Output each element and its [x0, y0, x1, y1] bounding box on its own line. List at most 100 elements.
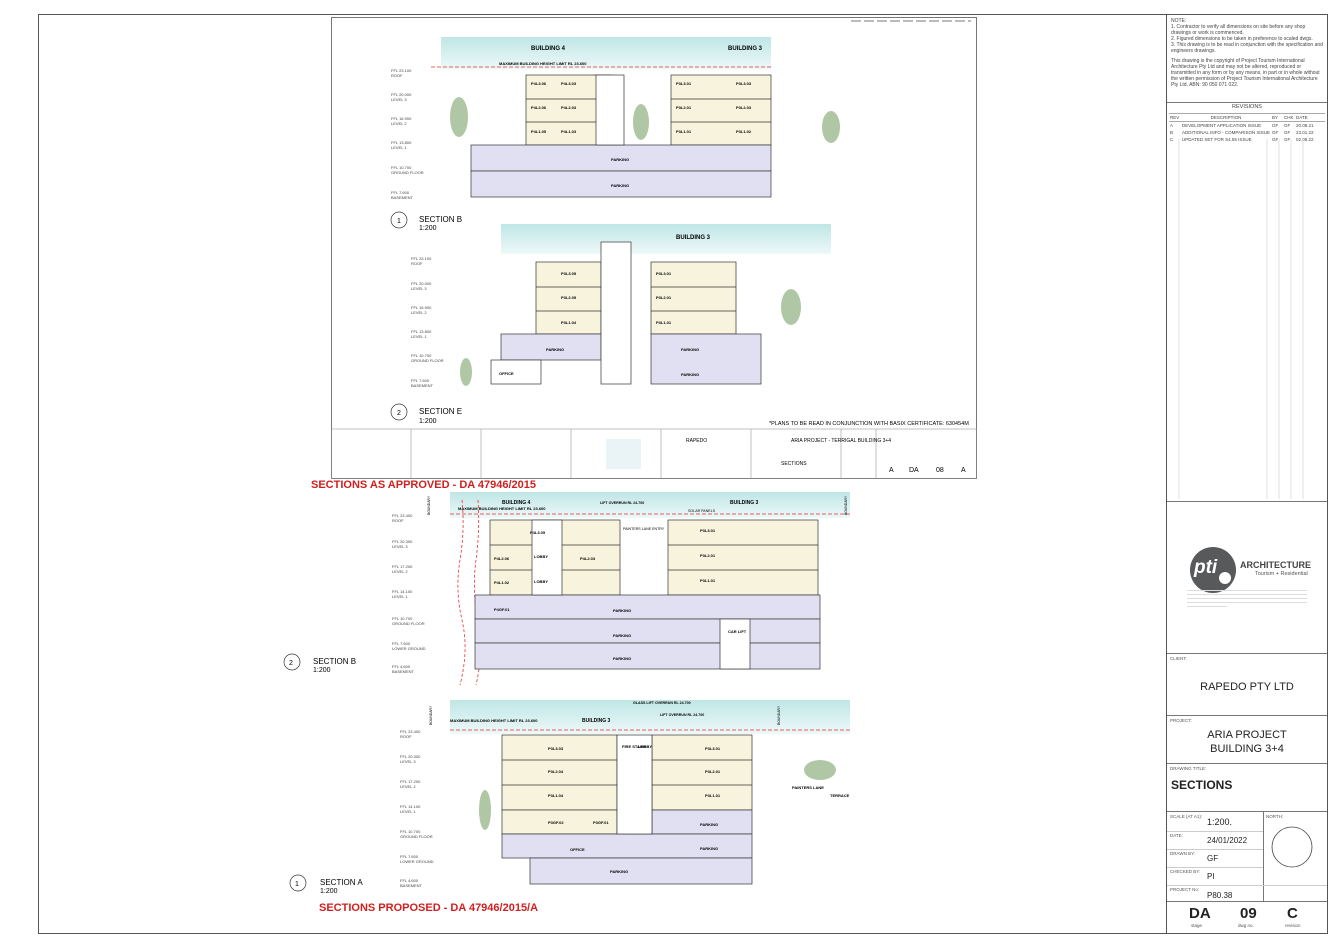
drawn-by-label: DRAWN BY:: [1170, 851, 1196, 856]
level-name: BASEMENT: [392, 669, 415, 674]
parking-label: PARKING: [613, 656, 631, 661]
level-name: BASEMENT: [400, 883, 423, 888]
parking-label: PARKING: [700, 822, 718, 827]
unit-label: P3L1.04: [561, 320, 577, 325]
unit-label: P4L1.03: [561, 129, 577, 134]
solar-panels-label: SOLAR PANELS: [688, 509, 716, 513]
unit-label: P3L3.03: [736, 81, 752, 86]
approved-sheet-cell: A: [961, 467, 966, 474]
level-rl: FFL 17.200: [392, 564, 413, 569]
revisions-header-row: REV DESCRIPTION BY CHK DATE: [1169, 113, 1325, 122]
level-name: LOWER GROUND: [400, 859, 434, 864]
section-a-title: SECTION A: [320, 878, 363, 887]
approved-client: RAPEDO: [686, 438, 707, 444]
fire-stairs-label: FIRE STAIRS: [622, 744, 647, 749]
level-name: LEVEL 2: [391, 121, 407, 126]
level-rl: FFL 20.000: [411, 281, 432, 286]
level-name: GROUND FLOOR: [392, 621, 425, 626]
level-rl: FFL 20.000: [391, 92, 412, 97]
description-col-header: DESCRIPTION: [1181, 113, 1271, 122]
parking-label: PARKING: [613, 633, 631, 638]
sheet-number-panel: DA 09 C stage dwg no. revision: [1167, 901, 1327, 933]
north-label: NORTH:: [1266, 814, 1284, 819]
unit-label: P4GF.01: [494, 607, 510, 612]
height-limit-label: MAXIMUM BUILDING HEIGHT LIMIT RL 23.600: [450, 718, 538, 723]
by-cell: GF: [1272, 130, 1279, 135]
level-name: GROUND FLOOR: [391, 170, 424, 175]
level-name: LEVEL 1: [400, 809, 416, 814]
level-rl: FFL 13.800: [391, 140, 412, 145]
painters-lane-label: PAINTERS LANE: [792, 785, 824, 790]
unit-label: P3L3.03: [548, 746, 564, 751]
level-name: GROUND FLOOR: [400, 834, 433, 839]
date-col-header: DATE: [1295, 113, 1325, 122]
office-label: OFFICE: [499, 371, 514, 376]
dwg-no-value: 09: [1240, 905, 1257, 922]
level-name: LEVEL 1: [411, 334, 427, 339]
project-name: ARIA PROJECT: [1207, 729, 1287, 741]
section-a-scale: 1:200: [320, 888, 338, 895]
level-rl: FFL 23.100: [391, 68, 412, 73]
project-label: PROJECT:: [1170, 718, 1192, 723]
date-label: DATE:: [1170, 833, 1183, 838]
drawn-by-value: GF: [1207, 854, 1219, 863]
parking-label: PARKING: [610, 869, 628, 874]
level-rl: FFL 14.100: [400, 804, 421, 809]
drawing-title: SECTIONS: [1171, 778, 1233, 792]
level-rl: FFL 10.700: [411, 353, 432, 358]
approved-sections-drawing: BUILDING 4 BUILDING 3 MAXIMUM BUILDING H…: [331, 20, 977, 479]
parking-label: PARKING: [613, 608, 631, 613]
lift-overrun-label: LIFT OVERRUN RL 24.700: [660, 713, 704, 717]
rev-cell: C: [1170, 137, 1174, 142]
unit-label: P4L2.06: [531, 105, 547, 110]
by-cell: GF: [1272, 123, 1279, 128]
logo-panel: pti ARCHITECTURE Tourism + Residential: [1167, 501, 1327, 653]
level-rl: FFL 4.600: [392, 664, 411, 669]
level-name: BASEMENT: [391, 195, 414, 200]
level-name: LEVEL 2: [392, 569, 408, 574]
chk-cell: GF: [1284, 123, 1291, 128]
parking-label: PARKING: [611, 183, 629, 188]
parking-label: PARKING: [546, 347, 564, 352]
description-cell: ADDITIONAL INFO - COMPARISON ISSUE: [1182, 130, 1271, 135]
approved-sheet-cell: DA: [909, 467, 919, 474]
level-rl: FFL 7.600: [400, 854, 419, 859]
unit-label: P3L2.01: [700, 553, 716, 558]
approved-drawing-title: SECTIONS: [781, 461, 807, 467]
height-limit-label: MAXIMUM BUILDING HEIGHT LIMIT RL 23.600: [499, 61, 587, 66]
approved-project: ARIA PROJECT - TERRIGAL BUILDING 3+4: [791, 438, 891, 444]
checked-by-value: PI: [1207, 872, 1215, 881]
unit-label: P4L3.05: [530, 530, 546, 535]
parking-label: PARKING: [611, 157, 629, 162]
unit-label: P3GF.01: [593, 820, 609, 825]
unit-label: P4L2.06: [494, 556, 510, 561]
logo-mark: pti: [1194, 557, 1218, 578]
drawing-title-panel: DRAWING TITLE: SECTIONS: [1167, 763, 1327, 811]
boundary-label: BOUNDARY: [844, 495, 848, 515]
unit-label: P3L3.05: [561, 271, 577, 276]
proposed-title: SECTIONS PROPOSED - DA 47946/2015/A: [319, 902, 539, 914]
description-cell: DEVELOPMENT APPLICATION ISSUE: [1182, 123, 1262, 128]
level-rl: FFL 10.700: [400, 829, 421, 834]
boundary-label: BOUNDARY: [429, 705, 433, 725]
building-3-label: BUILDING 3: [676, 235, 711, 241]
date-cell: 02.05.22: [1296, 137, 1314, 142]
project-building: BUILDING 3+4: [1210, 743, 1284, 755]
unit-label: P3L2.01: [656, 295, 672, 300]
level-name: ROOF: [392, 518, 404, 523]
description-cell: UPDATED SET FOR S4.55 ISSUE: [1182, 137, 1252, 142]
unit-label: P4L1.02: [494, 580, 510, 585]
north-point-icon: [1271, 826, 1313, 868]
section-b-title: SECTION B: [419, 215, 462, 224]
unit-label: P3L1.01: [705, 793, 721, 798]
client-name: RAPEDO PTY LTD: [1200, 681, 1294, 693]
level-name: LEVEL 3: [400, 759, 416, 764]
office-label: OFFICE: [570, 847, 585, 852]
scale-label: SCALE (AT A1):: [1170, 814, 1203, 819]
scale-value: 1:200.: [1207, 817, 1233, 827]
dwg-no-label: dwg no.: [1238, 923, 1254, 928]
level-name: ROOF: [411, 261, 423, 266]
unit-label: P3L2.01: [705, 769, 721, 774]
section-e-number: 2: [397, 410, 401, 417]
unit-label: P3L3.01: [676, 81, 692, 86]
